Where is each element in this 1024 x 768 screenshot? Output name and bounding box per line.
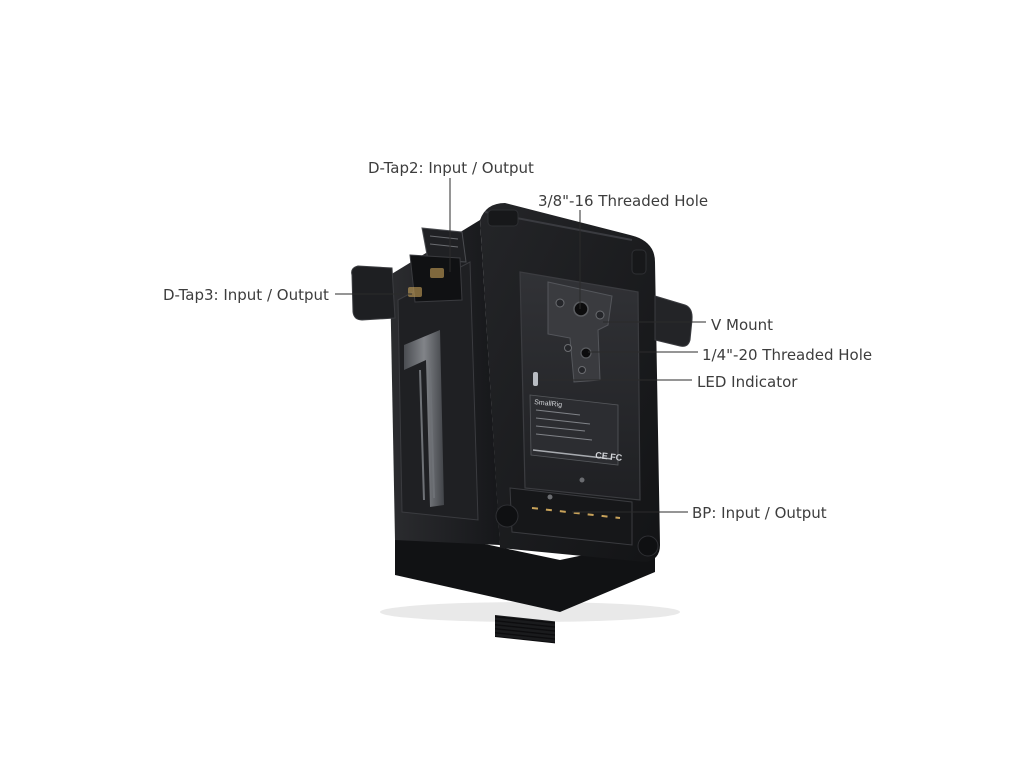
base-slab: [395, 525, 655, 612]
dtap-port-bay: [409, 254, 463, 303]
callout-dtap2: D-Tap2: Input / Output: [368, 159, 534, 177]
led-indicator: [533, 372, 538, 386]
certification-marks: CE FC: [595, 450, 623, 463]
brand-mark: SmallRig: [534, 399, 563, 409]
corner-bumper: [495, 504, 519, 528]
dtap2-port: [430, 268, 444, 278]
label-text-lines: [535, 409, 593, 441]
top-bumper: [631, 249, 647, 275]
callout-bp: BP: Input / Output: [692, 504, 827, 522]
side-groove: [419, 369, 425, 501]
screw-icon: [564, 344, 572, 352]
vent-grille: [495, 615, 555, 644]
drop-shadow: [380, 602, 680, 622]
dtap2-cover-text: [429, 235, 459, 248]
side-groove: [429, 367, 435, 499]
screw-icon: [595, 310, 605, 320]
callout-dtap3: D-Tap3: Input / Output: [163, 286, 329, 304]
callout-led-indicator: LED Indicator: [697, 373, 798, 391]
screw-icon: [579, 477, 585, 483]
dtap3-cover: [351, 265, 396, 321]
screw-icon: [555, 298, 565, 308]
dtap3-port: [408, 287, 422, 297]
top-bumper: [487, 209, 519, 227]
corner-bumper: [637, 535, 659, 557]
bp-contacts: [531, 507, 621, 519]
serial-line: [532, 449, 613, 460]
threaded-hole-1-4: [580, 347, 592, 359]
callout-threaded-hole-1-4: 1/4"-20 Threaded Hole: [702, 346, 873, 364]
threaded-hole-3-8: [573, 301, 589, 317]
screw-icon: [547, 494, 553, 500]
callout-threaded-hole-3-8: 3/8"-16 Threaded Hole: [538, 192, 709, 210]
screw-icon: [578, 366, 586, 374]
latch-tab: [654, 295, 693, 347]
side-stripe: [404, 330, 444, 507]
callout-v-mount: V Mount: [711, 316, 774, 334]
